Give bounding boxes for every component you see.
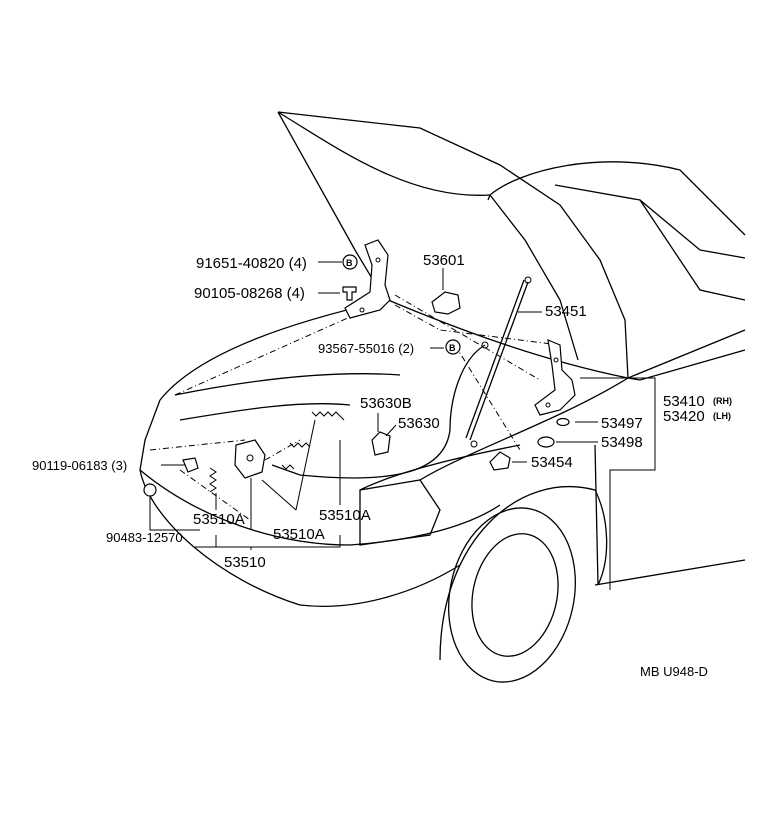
cowl-line bbox=[387, 299, 746, 379]
label-53510: 53510 bbox=[224, 554, 266, 571]
grommet-53497 bbox=[556, 417, 570, 427]
svg-text:B: B bbox=[449, 343, 456, 353]
label-53498: 53498 bbox=[601, 434, 643, 451]
wheel-outer bbox=[448, 507, 576, 683]
leader-lines bbox=[149, 261, 656, 590]
label-53497: 53497 bbox=[601, 415, 643, 432]
label-53420-side: (LH) bbox=[713, 411, 731, 421]
label-53410-side: (RH) bbox=[713, 396, 732, 406]
label-53420: 53420 bbox=[663, 408, 705, 425]
windshield-line bbox=[554, 184, 701, 251]
label-93567-55016: 93567-55016 (2) bbox=[318, 341, 414, 356]
hood-lock-assy bbox=[234, 439, 266, 479]
label-90119-06183: 90119-06183 (3) bbox=[32, 458, 127, 473]
hood-hinge-left bbox=[344, 239, 391, 319]
wheel-inner bbox=[471, 533, 559, 657]
hood-support-rod bbox=[465, 276, 532, 448]
hood-lock-striker bbox=[431, 291, 461, 315]
cushion-53498 bbox=[537, 436, 555, 448]
headlamp bbox=[359, 479, 441, 546]
bracket-53454 bbox=[489, 451, 511, 471]
hood-left-edge bbox=[277, 111, 491, 201]
fender-top bbox=[419, 377, 629, 481]
wheel-arch bbox=[439, 485, 608, 661]
diagram-code: MB U948-D bbox=[640, 664, 708, 679]
svg-text:B: B bbox=[346, 258, 353, 268]
grille-top bbox=[179, 403, 351, 421]
hood-top-edge bbox=[277, 111, 629, 379]
door-gap bbox=[594, 444, 599, 586]
label-53510A-1: 53510A bbox=[193, 511, 245, 528]
label-53601: 53601 bbox=[423, 252, 465, 269]
headlamp-upper bbox=[359, 444, 521, 491]
car-body-outline bbox=[139, 111, 746, 683]
springs bbox=[209, 411, 345, 493]
guide-lines bbox=[149, 294, 561, 521]
bolts-and-clips: B B bbox=[143, 254, 461, 497]
fender-rear bbox=[627, 349, 746, 381]
bumper-top bbox=[139, 469, 501, 546]
roof-rear bbox=[699, 249, 746, 259]
hood-hinge-right bbox=[534, 339, 576, 416]
label-90105-08268: 90105-08268 (4) bbox=[194, 285, 305, 302]
bumper-bottom bbox=[299, 564, 461, 607]
label-91651-40820: 91651-40820 (4) bbox=[196, 255, 307, 272]
label-53630B: 53630B bbox=[360, 395, 412, 412]
roof-line bbox=[489, 161, 746, 236]
front-left-fascia bbox=[139, 399, 301, 606]
label-53510A-3: 53510A bbox=[319, 507, 371, 524]
label-53454: 53454 bbox=[531, 454, 573, 471]
label-53410: 53410 bbox=[663, 393, 705, 410]
cable-clamp bbox=[371, 431, 391, 456]
label-90483-12570: 90483-12570 bbox=[106, 530, 183, 545]
label-53630: 53630 bbox=[398, 415, 440, 432]
label-53510A-2: 53510A bbox=[273, 526, 325, 543]
rocker-line bbox=[594, 559, 746, 586]
label-53451: 53451 bbox=[545, 303, 587, 320]
a-pillar bbox=[639, 199, 746, 301]
release-cable bbox=[271, 341, 489, 479]
hood-lip bbox=[174, 373, 401, 396]
hood-inner-fold bbox=[489, 194, 579, 361]
part-labels: 91651-40820 (4) 90105-08268 (4) 53601 53… bbox=[32, 252, 732, 679]
